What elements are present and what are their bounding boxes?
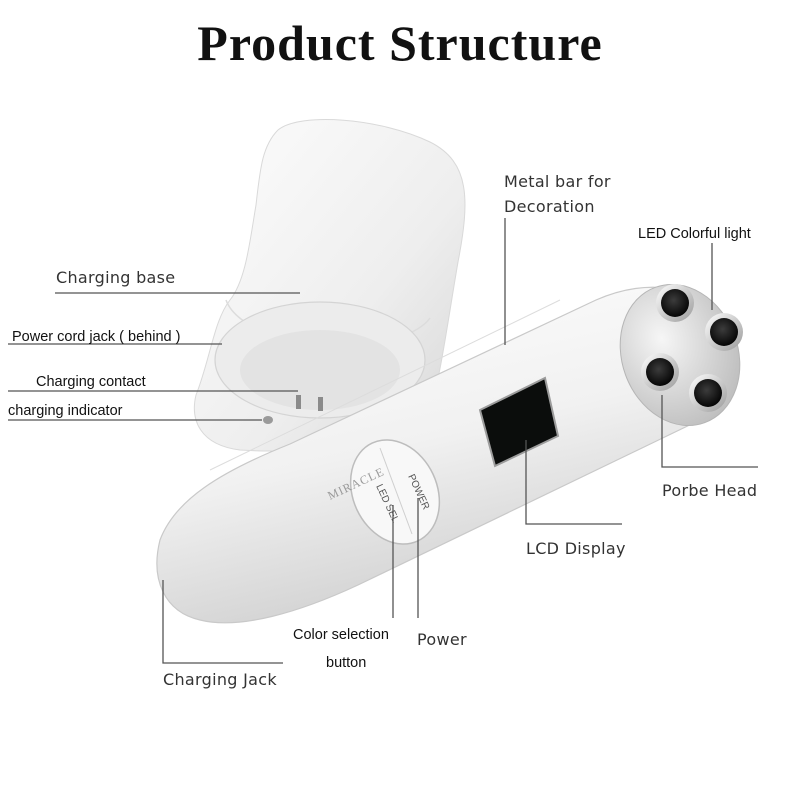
label-probe-head: Porbe Head xyxy=(662,481,758,500)
label-lcd-display: LCD Display xyxy=(526,539,626,558)
line-lcd-display xyxy=(525,440,622,525)
label-power-cord-jack: Power cord jack ( behind ) xyxy=(12,329,181,345)
label-metal-bar-line2: Decoration xyxy=(504,197,595,216)
line-probe-head xyxy=(661,395,758,468)
label-charging-jack: Charging Jack xyxy=(163,670,277,689)
label-power: Power xyxy=(417,630,467,649)
label-color-selection-line2: button xyxy=(326,655,367,671)
probe-lenses xyxy=(641,284,743,412)
line-charging-jack xyxy=(162,580,283,664)
lens-1 xyxy=(656,284,694,322)
callout-lines xyxy=(8,218,758,664)
label-color-selection-line1: Color selection xyxy=(293,627,389,643)
label-charging-indicator: charging indicator xyxy=(8,403,123,419)
label-led-colorful-light: LED Colorful light xyxy=(638,226,751,242)
lcd-screen xyxy=(478,376,560,468)
page-title: Product Structure xyxy=(197,15,603,71)
label-charging-base: Charging base xyxy=(56,268,176,287)
lens-4 xyxy=(689,374,727,412)
lens-2 xyxy=(705,313,743,351)
label-charging-contact: Charging contact xyxy=(36,374,146,390)
lens-3 xyxy=(641,353,679,391)
label-metal-bar-line1: Metal bar for xyxy=(504,172,611,191)
